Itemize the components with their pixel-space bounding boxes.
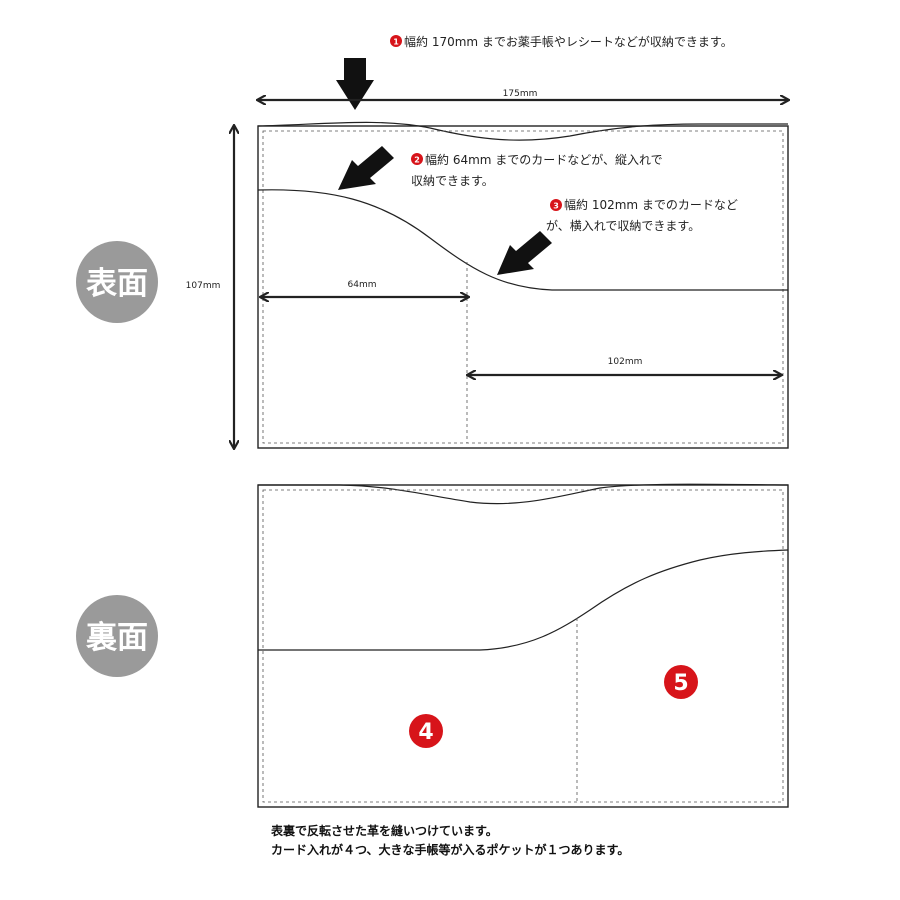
callout-1-text: 幅約 170mm までお薬手帳やレシートなどが収納できます。 bbox=[404, 34, 733, 49]
callout-2-line-2: 収納できます。 bbox=[411, 174, 494, 188]
height-dimension-label: 107mm bbox=[186, 281, 221, 291]
footer-line-1: 表裏で反転させた革を縫いつけています。 bbox=[271, 824, 498, 838]
right-pocket-dimension: 102mm bbox=[468, 357, 781, 375]
callout-3: 3 幅約 102mm までのカードなど が、横入れで収納できます。 bbox=[546, 197, 738, 233]
callout-1: 1 幅約 170mm までお薬手帳やレシートなどが収納できます。 bbox=[390, 34, 733, 49]
callout-3-badge bbox=[550, 199, 562, 211]
back-top-wave bbox=[258, 483, 789, 505]
front-side-label-text: 表面 bbox=[86, 266, 148, 302]
width-dimension-label: 175mm bbox=[503, 89, 538, 99]
front-panel bbox=[257, 121, 789, 449]
right-pocket-dimension-label: 102mm bbox=[608, 357, 643, 367]
back-side-label: 裏面 bbox=[76, 595, 158, 677]
left-pocket-dimension: 64mm bbox=[261, 280, 468, 297]
diagonal-arrow-icon-3 bbox=[497, 231, 552, 275]
width-dimension: 175mm bbox=[258, 89, 788, 100]
front-side-label: 表面 bbox=[76, 241, 158, 323]
front-pocket-curve bbox=[257, 189, 788, 291]
back-outline bbox=[257, 484, 789, 808]
pocket-badge-5-number: 5 bbox=[673, 671, 688, 696]
callout-2-number: 2 bbox=[414, 156, 420, 165]
back-panel bbox=[257, 483, 789, 808]
front-stitch bbox=[262, 130, 784, 444]
callout-1-number: 1 bbox=[393, 38, 399, 47]
footer-notes: 表裏で反転させた革を縫いつけています。 カード入れが４つ、大きな手帳等が入るポケ… bbox=[271, 822, 629, 860]
back-pocket-curve bbox=[258, 549, 789, 651]
pocket-badge-4: 4 bbox=[409, 714, 443, 748]
callout-1-badge bbox=[390, 35, 402, 47]
back-side-label-text: 裏面 bbox=[86, 620, 148, 656]
callout-2: 2 幅約 64mm までのカードなどが、縦入れで 収納できます。 bbox=[411, 152, 663, 188]
left-pocket-dimension-label: 64mm bbox=[348, 280, 377, 290]
pocket-badge-4-number: 4 bbox=[418, 720, 433, 745]
front-top-wave bbox=[257, 121, 788, 141]
callout-3-line-2: が、横入れで収納できます。 bbox=[546, 218, 700, 233]
front-outline bbox=[257, 125, 789, 449]
back-stitch bbox=[262, 489, 784, 803]
height-dimension: 107mm bbox=[186, 126, 234, 448]
callout-3-number: 3 bbox=[553, 202, 559, 211]
diagonal-arrow-icon-2 bbox=[338, 146, 394, 190]
callout-2-line-1: 幅約 64mm までのカードなどが、縦入れで bbox=[425, 152, 663, 167]
pocket-badge-5: 5 bbox=[664, 665, 698, 699]
callout-2-badge bbox=[411, 153, 423, 165]
down-arrow-icon bbox=[336, 58, 374, 110]
callout-3-line-1: 幅約 102mm までのカードなど bbox=[564, 197, 738, 212]
footer-line-2: カード入れが４つ、大きな手帳等が入るポケットが１つあります。 bbox=[271, 843, 630, 857]
